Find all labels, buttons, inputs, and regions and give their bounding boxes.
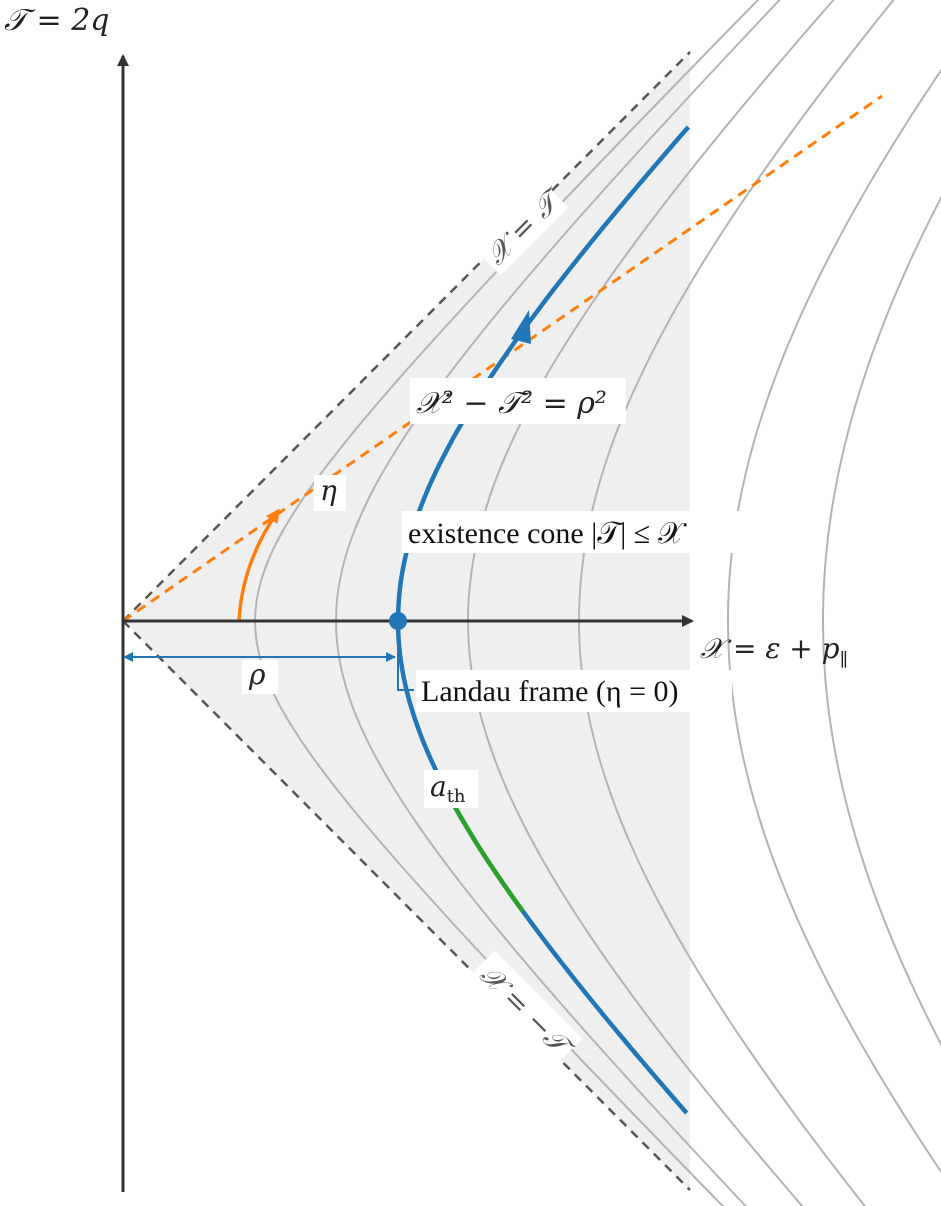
upper-light-cone-line (122, 51, 691, 622)
eta-label: η (320, 474, 337, 507)
gray-hyperbola (577, 0, 895, 1206)
a-th-label-bg (424, 770, 478, 808)
hyperbola-label: 𝒳² − 𝒯² = ρ² (416, 386, 607, 421)
rho-label-bg (242, 660, 278, 694)
gray-hyperbola (466, 0, 835, 1206)
a-th-label: ath (430, 770, 466, 807)
rapidity-arc (237, 508, 280, 622)
landau-callout-line (397, 630, 414, 691)
landau-label: Landau frame (η = 0) (421, 675, 679, 708)
lower-cone-label-bg (467, 950, 583, 1066)
thermal-segment (449, 799, 525, 913)
existence-cone-label: existence cone |𝒯| ≤ 𝒳 (408, 517, 688, 550)
gray-hyperbola (822, 195, 941, 1047)
a-th-label-main: a (430, 770, 447, 803)
a-th-label-sub: th (447, 786, 466, 807)
gray-hyperbola (727, 68, 941, 1174)
lower-light-cone-line (122, 620, 691, 1191)
eta-label-bg (314, 475, 346, 511)
landau-label-bg (416, 670, 732, 712)
hyperbola-label-bg (410, 378, 626, 424)
flow-arrowhead (511, 310, 531, 344)
existence-cone-label-bg (402, 511, 748, 553)
upper-cone-label-bg (473, 180, 569, 276)
t-axis-label: 𝒯 = 2q (4, 3, 109, 38)
gray-hyperbola (334, 0, 781, 1206)
landau-point (389, 612, 407, 630)
x-axis-label-main: 𝒳 = ε + p (700, 632, 840, 665)
x-axis-label: 𝒳 = ε + p∥ (700, 632, 848, 671)
rho-label: ρ (248, 658, 266, 691)
x-axis-label-sub: ∥ (840, 650, 848, 671)
